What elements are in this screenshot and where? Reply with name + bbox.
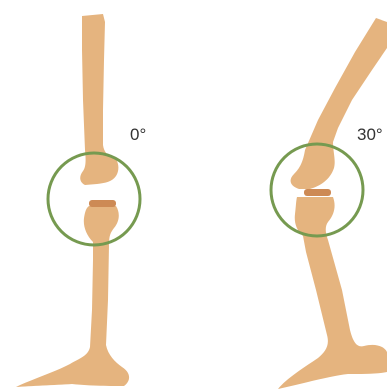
tibia-foot-straight xyxy=(16,206,129,387)
femur-straight xyxy=(80,14,118,185)
straight-leg-figure: 0° xyxy=(16,14,146,387)
bent-leg-figure: 30° xyxy=(271,18,387,389)
angle-label-30: 30° xyxy=(357,125,383,144)
femur-bent xyxy=(291,18,387,189)
tibia-foot-bent xyxy=(278,197,387,389)
knee-cartilage-bent xyxy=(304,189,331,196)
knee-cartilage-straight xyxy=(89,200,116,207)
angle-label-0: 0° xyxy=(130,125,146,144)
